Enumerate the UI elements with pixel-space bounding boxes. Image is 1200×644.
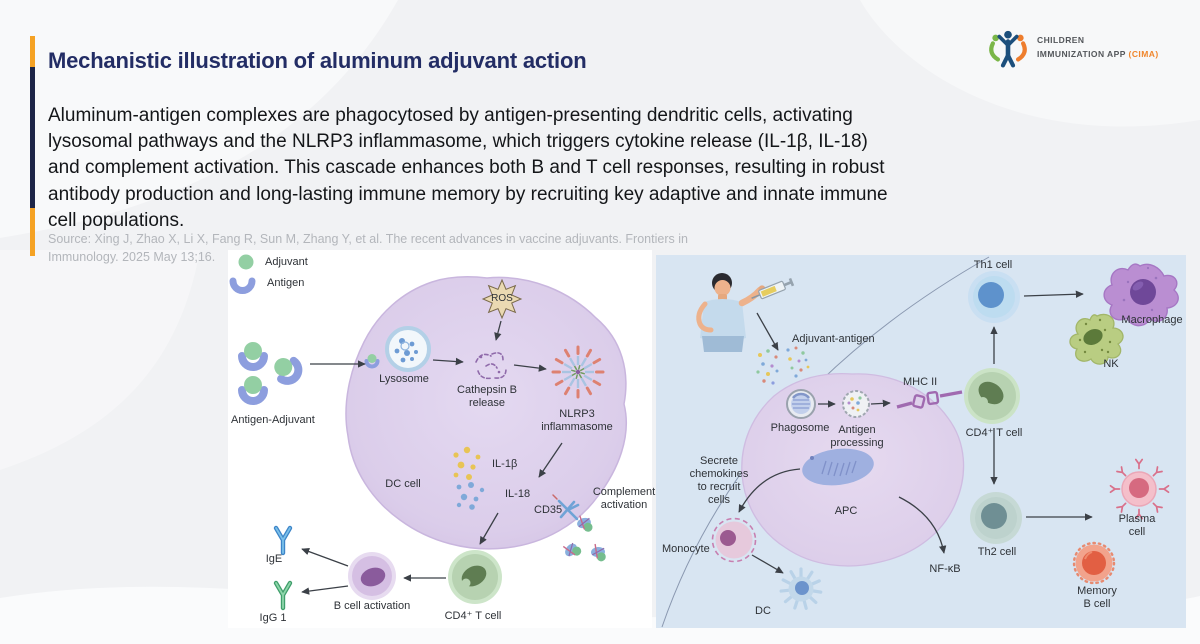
accent-bar	[30, 36, 35, 256]
label-igg1: IgG 1	[259, 612, 287, 624]
logo-text: CHILDREN IMMUNIZATION APP (CIMA)	[1037, 34, 1159, 61]
page-title: Mechanistic illustration of aluminum adj…	[48, 47, 587, 73]
label-antigen-adjuvant: Antigen-Adjuvant	[231, 414, 315, 426]
label-apc: APC	[834, 505, 858, 517]
logo-line2: IMMUNIZATION APP	[1037, 49, 1126, 59]
label-complement: Complement activation	[592, 486, 656, 511]
accent-bar-navy	[30, 67, 35, 208]
app-logo: CHILDREN IMMUNIZATION APP (CIMA)	[986, 26, 1159, 70]
label-cd4-left: CD4⁺ T cell	[444, 610, 502, 622]
label-dc-cell: DC cell	[385, 478, 421, 490]
accent-bar-orange-bottom	[30, 208, 35, 256]
logo-line1: CHILDREN	[1037, 35, 1085, 46]
label-memory-b: Memory B cell	[1077, 585, 1117, 610]
label-plasma: Plasma cell	[1118, 513, 1156, 538]
label-lysosome: Lysosome	[379, 373, 429, 385]
label-nk: NK	[1103, 358, 1119, 370]
label-secrete-chemokines: Secrete chemokines to recruit cells	[689, 455, 749, 506]
label-phagosome: Phagosome	[770, 422, 830, 434]
label-cd35: CD35	[534, 504, 563, 516]
label-th2: Th2 cell	[977, 546, 1017, 558]
label-cd4-right: CD4⁺ T cell	[965, 427, 1023, 439]
label-adjuvant-antigen: Adjuvant-antigen	[792, 333, 875, 345]
label-antigen-processing: Antigen processing	[830, 424, 884, 449]
label-th1: Th1 cell	[973, 259, 1013, 271]
label-il18: IL-18	[505, 488, 531, 500]
logo-icon	[989, 30, 1027, 68]
label-legend-adjuvant: Adjuvant	[265, 256, 308, 268]
label-b-cell-activation: B cell activation	[333, 600, 411, 612]
label-ige: IgE	[265, 553, 283, 565]
label-monocyte: Monocyte	[662, 543, 710, 555]
label-nfkb: NF-κB	[929, 563, 961, 575]
label-nlrp3: NLRP3 inflammasome	[541, 408, 613, 433]
label-il1b: IL-1β	[492, 458, 518, 470]
label-legend-antigen: Antigen	[267, 277, 305, 289]
label-mhc2: MHC II	[903, 376, 938, 388]
label-cathepsin: Cathepsin B release	[457, 384, 517, 409]
label-ros: ROS	[491, 293, 513, 304]
logo-cima: (CIMA)	[1128, 49, 1159, 59]
description-text: Aluminum-antigen complexes are phagocyto…	[48, 105, 888, 231]
source-citation: Source: Xing J, Zhao X, Li X, Fang R, Su…	[48, 231, 688, 264]
panel-systemic	[656, 255, 1186, 628]
label-dc: DC	[755, 605, 771, 617]
panel-intracellular	[228, 250, 652, 628]
accent-bar-orange-top	[30, 36, 35, 67]
label-macrophage: Macrophage	[1121, 314, 1183, 326]
